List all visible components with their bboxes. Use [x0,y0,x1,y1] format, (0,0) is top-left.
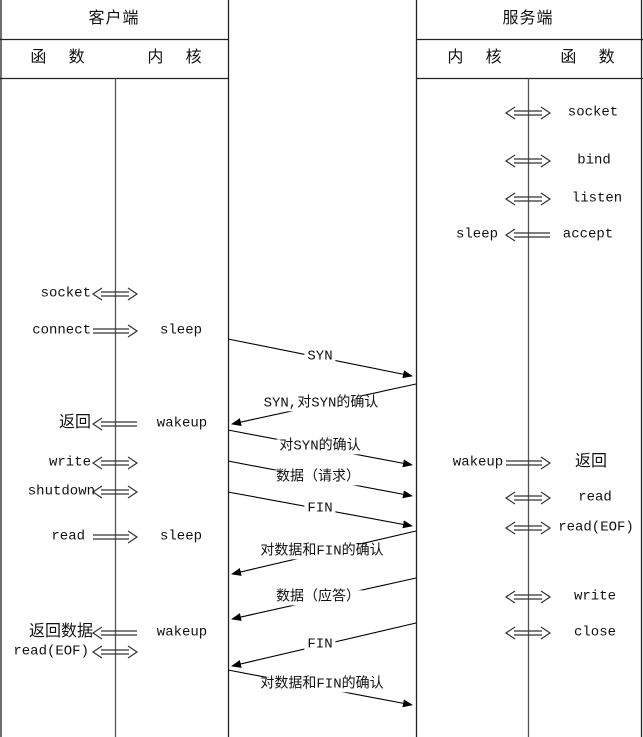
server-func-bind: bind [577,152,611,169]
msg-fin: FIN [304,500,336,517]
client-kernel-sleep-1: sleep [159,322,203,339]
client-func-shutdown: shutdown [27,483,95,500]
server-func-accept: accept [562,226,614,243]
client-kernel-header: 内 核 [147,49,203,68]
client-func-returndata: 返回数据 [28,623,93,642]
kernel-divider-lines [114,78,530,737]
msg-syn: SYN [304,348,336,365]
server-func-header: 函 数 [560,49,616,68]
client-func-return: 返回 [58,414,91,433]
client-func-connect: connect [32,322,91,339]
client-func-readeof: read(EOF) [13,643,89,660]
client-title: 客户端 [88,10,140,29]
server-func-listen: listen [571,190,623,207]
server-kernel-sleep: sleep [455,226,499,243]
server-title: 服务端 [502,10,554,29]
msg-fin2: FIN [304,636,336,653]
server-func-read: read [578,489,612,506]
server-func-return: 返回 [574,453,608,472]
msg-ack-data-fin: 对数据和FIN的确认 [257,543,387,560]
server-func-write: write [573,588,617,605]
client-func-write: write [48,454,91,471]
msg-data-reply: 数据（应答） [273,589,363,606]
msg-ack-of-syn: 对SYN的确认 [276,438,364,455]
msg-data-request: 数据（请求） [273,469,363,486]
client-func-header: 函 数 [30,49,86,68]
client-kernel-sleep-2: sleep [159,528,203,545]
msg-syn-ack: SYN,对SYN的确认 [260,395,382,412]
server-kernel-wakeup: wakeup [452,454,504,471]
client-kernel-wakeup-2: wakeup [156,624,208,641]
server-kernel-header: 内 核 [447,49,503,68]
server-func-readeof: read(EOF) [558,519,634,536]
msg-ack-data-fin2: 对数据和FIN的确认 [257,676,387,693]
client-kernel-wakeup-1: wakeup [156,415,208,432]
client-func-read: read [51,528,85,545]
server-func-close: close [573,624,617,641]
client-func-socket: socket [40,285,91,302]
server-func-socket: socket [567,104,619,121]
